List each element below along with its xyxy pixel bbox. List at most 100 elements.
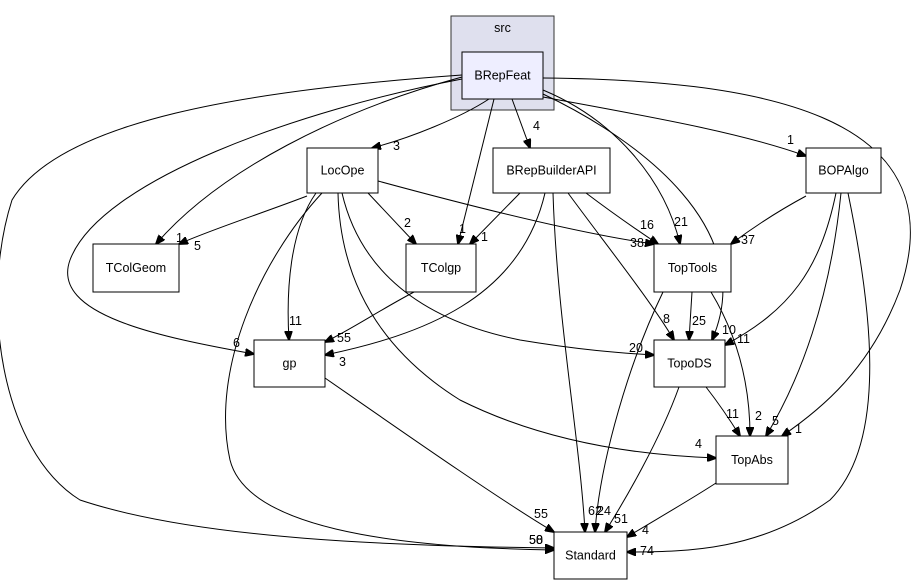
node-toptools[interactable]: TopTools bbox=[653, 243, 732, 293]
edge-brepbuilderapi-to-tcolgp[interactable] bbox=[470, 192, 521, 244]
node-label: LocOpe bbox=[321, 164, 365, 178]
edge-count-label[interactable]: 38 bbox=[630, 236, 644, 250]
edge-count-label[interactable]: 37 bbox=[741, 233, 755, 247]
edge-arrow bbox=[377, 180, 654, 244]
edge-toptools-to-topabs[interactable] bbox=[710, 291, 750, 436]
edge-count-label[interactable]: 1 bbox=[795, 422, 802, 436]
edge-gp-to-standard[interactable] bbox=[324, 377, 554, 532]
edge-locope-to-tcolgp[interactable] bbox=[367, 192, 416, 244]
edge-arrow bbox=[511, 98, 530, 148]
edge-topods-to-topabs[interactable] bbox=[705, 386, 740, 436]
edge-brepbuilderapi-to-topods[interactable] bbox=[567, 192, 674, 340]
edge-brepfeat-to-locope[interactable] bbox=[372, 98, 490, 148]
edge-count-label[interactable]: 1 bbox=[176, 231, 183, 245]
edge-count-label[interactable]: 11 bbox=[737, 332, 750, 346]
edge-toptools-to-standard[interactable] bbox=[595, 291, 664, 532]
edge-brepbuilderapi-to-toptools[interactable] bbox=[585, 192, 658, 244]
edge-arrow bbox=[458, 98, 495, 244]
edge-arrow bbox=[567, 192, 674, 340]
node-tcolgeom[interactable]: TColGeom bbox=[92, 243, 180, 293]
edge-locope-to-topods[interactable] bbox=[341, 192, 654, 355]
edge-locope-to-topabs[interactable] bbox=[337, 192, 716, 458]
node-tcolgp[interactable]: TColgp bbox=[405, 243, 477, 293]
edge-tcolgp-to-gp[interactable] bbox=[325, 291, 415, 342]
edge-count-label[interactable]: 6 bbox=[233, 336, 240, 350]
edge-bopalgo-to-topods[interactable] bbox=[725, 192, 837, 345]
edge-count-label[interactable]: 51 bbox=[614, 512, 628, 526]
node-box bbox=[461, 51, 544, 100]
edge-count-label[interactable]: 16 bbox=[640, 218, 654, 232]
edge-brepbuilderapi-to-standard[interactable] bbox=[552, 192, 585, 532]
node-topods[interactable]: TopoDS bbox=[653, 339, 726, 388]
edge-arrow bbox=[470, 192, 521, 244]
edge-locope-to-tcolgeom[interactable] bbox=[179, 195, 308, 244]
edge-count-label[interactable]: 74 bbox=[640, 544, 654, 558]
edge-count-label[interactable]: 11 bbox=[289, 314, 302, 328]
edge-count-label[interactable]: 25 bbox=[692, 314, 706, 328]
edge-count-label[interactable]: 3 bbox=[393, 139, 400, 153]
node-bopalgo[interactable]: BOPAlgo bbox=[805, 147, 882, 194]
edge-brepfeat-to-standard[interactable] bbox=[0, 74, 554, 548]
edge-arrow bbox=[542, 89, 680, 244]
edge-count-label[interactable]: 21 bbox=[674, 215, 688, 229]
edge-toptools-to-topods[interactable] bbox=[689, 291, 692, 340]
edge-brepfeat-to-topods[interactable] bbox=[542, 93, 724, 340]
edge-locope-to-toptools[interactable] bbox=[377, 180, 654, 244]
node-box bbox=[653, 243, 732, 293]
edge-arrow bbox=[0, 74, 554, 548]
node-label: BOPAlgo bbox=[818, 164, 869, 178]
edge-locope-to-gp[interactable] bbox=[288, 192, 317, 340]
edge-count-label[interactable]: 55 bbox=[534, 507, 548, 521]
edge-count-label[interactable]: 2 bbox=[404, 216, 411, 230]
edge-count-label[interactable]: 11 bbox=[726, 407, 739, 421]
edge-count-label[interactable]: 1 bbox=[459, 222, 466, 236]
edge-brepfeat-to-topabs[interactable] bbox=[542, 77, 911, 436]
edge-brepfeat-to-toptools[interactable] bbox=[542, 89, 680, 244]
edge-count-label[interactable]: 2 bbox=[755, 409, 762, 423]
edge-arrow bbox=[542, 96, 806, 156]
edge-arrow bbox=[705, 386, 740, 436]
edge-count-label[interactable]: 10 bbox=[722, 323, 736, 337]
edge-count-label[interactable]: 1 bbox=[787, 133, 794, 147]
node-brepfeat[interactable]: BRepFeat bbox=[461, 51, 544, 100]
edge-locope-to-standard[interactable] bbox=[225, 192, 554, 550]
edge-count-label[interactable]: 4 bbox=[695, 437, 702, 451]
edge-brepbuilderapi-to-gp[interactable] bbox=[325, 192, 546, 355]
edge-count-label[interactable]: 55 bbox=[337, 331, 351, 345]
edge-arrow bbox=[710, 291, 750, 436]
edge-arrow bbox=[595, 291, 664, 532]
edge-arrow bbox=[337, 192, 716, 458]
edge-topabs-to-standard[interactable] bbox=[627, 482, 717, 537]
edge-count-label[interactable]: 50 bbox=[529, 533, 543, 547]
edge-count-label[interactable]: 1 bbox=[481, 230, 488, 244]
node-locope[interactable]: LocOpe bbox=[306, 147, 379, 194]
edge-topods-to-standard[interactable] bbox=[605, 386, 680, 532]
edge-brepfeat-to-tcolgeom[interactable] bbox=[156, 76, 463, 244]
edge-count-label[interactable]: 24 bbox=[597, 504, 611, 518]
edge-arrow bbox=[325, 192, 546, 355]
node-topabs[interactable]: TopAbs bbox=[715, 435, 789, 485]
edge-brepfeat-to-tcolgp[interactable] bbox=[458, 98, 495, 244]
edge-count-label[interactable]: 5 bbox=[194, 239, 201, 253]
edge-count-label[interactable]: 4 bbox=[533, 119, 540, 133]
edge-brepfeat-to-bopalgo[interactable] bbox=[542, 96, 806, 156]
edge-count-label[interactable]: 62 bbox=[588, 504, 602, 518]
node-brepbuilderapi[interactable]: BRepBuilderAPI bbox=[492, 147, 611, 194]
edge-count-label[interactable]: 5 bbox=[772, 414, 779, 428]
edge-count-label[interactable]: 58 bbox=[529, 533, 543, 547]
edge-arrow bbox=[324, 377, 554, 532]
edge-count-label[interactable]: 20 bbox=[629, 341, 643, 355]
node-standard[interactable]: Standard bbox=[553, 531, 628, 580]
edge-bopalgo-to-standard[interactable] bbox=[627, 192, 871, 552]
node-gp[interactable]: gp bbox=[253, 339, 326, 388]
edge-count-label[interactable]: 8 bbox=[663, 312, 670, 326]
edge-bopalgo-to-topabs[interactable] bbox=[766, 192, 842, 436]
node-box bbox=[715, 435, 789, 485]
edge-count-label[interactable]: 4 bbox=[642, 523, 649, 537]
edge-arrow bbox=[627, 192, 871, 552]
edge-brepfeat-to-brepbuilderapi[interactable] bbox=[511, 98, 530, 148]
edge-bopalgo-to-toptools[interactable] bbox=[731, 195, 807, 244]
edge-count-label[interactable]: 3 bbox=[339, 355, 346, 369]
edge-brepfeat-to-gp[interactable] bbox=[67, 78, 463, 354]
node-box bbox=[306, 147, 379, 194]
